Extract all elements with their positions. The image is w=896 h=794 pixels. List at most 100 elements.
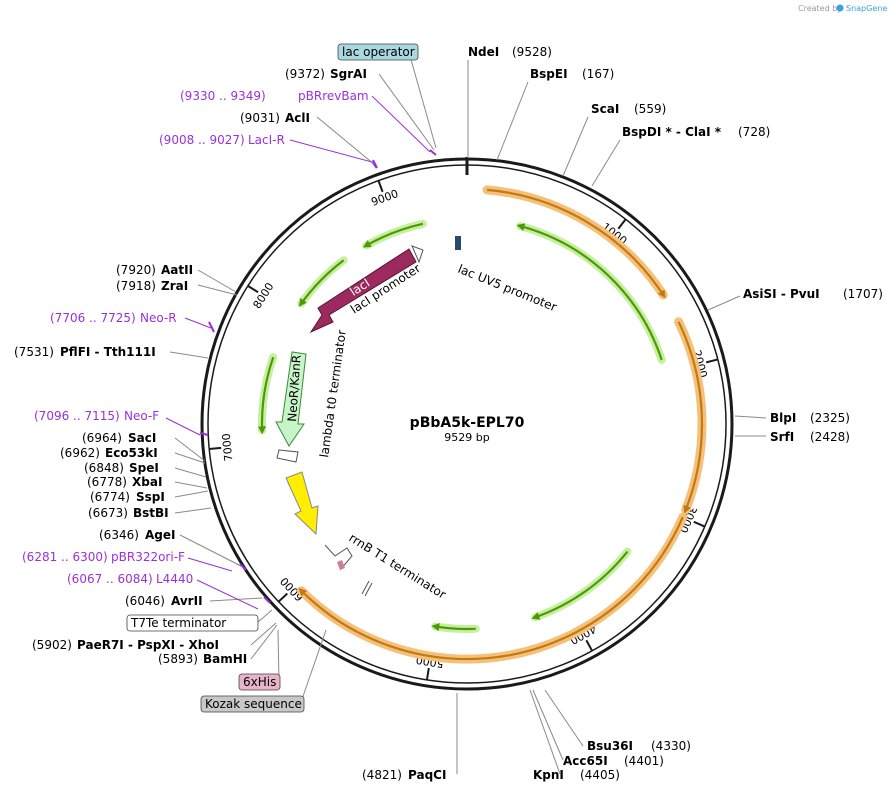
his-tag-tag[interactable]: 6xHis: [238, 673, 281, 691]
site-name-sspi: SspI: [136, 490, 165, 504]
site-pos-avrii: (6046): [125, 594, 165, 608]
orf-arrow-1-glow: [516, 222, 666, 364]
primer-markers: [199, 149, 437, 604]
ruler-tick-8000: [247, 285, 259, 294]
rrnb-t1-terminator-feature: [324, 544, 353, 571]
orange-feature-3[interactable]: [298, 516, 684, 661]
laci-feature[interactable]: [309, 248, 417, 334]
site-pos-agei: (6346): [99, 528, 139, 542]
ruler-label-7000: 7000: [220, 433, 236, 462]
ruler-label-9000: 9000: [369, 187, 400, 209]
site-pos-kpni: (4405): [580, 768, 620, 782]
plasmid-name: pBbA5k-EPL70: [410, 415, 525, 431]
ruler-tick-3000: [693, 520, 706, 528]
primer-name-neo-f: Neo-F: [124, 409, 159, 423]
ruler-label-8000: 8000: [251, 280, 277, 311]
t7te-terminator-tag[interactable]: T7Te terminator: [126, 614, 259, 632]
plasmid-length: 9529 bp: [444, 431, 489, 444]
orange-feature-2[interactable]: [677, 321, 704, 514]
ruler-tick-5000: [425, 667, 430, 681]
primer-leaders: [165, 95, 431, 610]
site-pos-ndei: (9528): [512, 45, 552, 59]
site-name-paer7i: PaeR7I - PspXI - XhoI: [77, 638, 219, 652]
site-name-scai: ScaI: [591, 102, 619, 116]
site-name-spei: SpeI: [129, 461, 159, 475]
site-pos-blpi: (2325): [810, 411, 850, 425]
primer-name-pbrrevbam: pBRrevBam: [298, 89, 369, 103]
site-name-zrai: ZraI: [161, 279, 188, 293]
site-pos-zrai: (7918): [116, 279, 156, 293]
site-name-bspdi-clai: BspDI * - ClaI *: [622, 125, 722, 139]
enzyme-site-labels: NdeI (9528) BspEI (167) ScaI (559) BspDI…: [14, 45, 883, 782]
lac-uv5-promoter-label: lac UV5 promoter: [456, 262, 559, 314]
orf-arrow-6[interactable]: [257, 356, 275, 435]
site-pos-xbai: (6778): [87, 475, 127, 489]
orange-feature-1[interactable]: [487, 188, 666, 299]
site-name-pflfi: PflFI - Tth111I: [60, 345, 156, 359]
orf-arrow-2[interactable]: [531, 550, 629, 620]
site-name-asisi-pvui: AsiSI - PvuI: [743, 287, 820, 301]
svg-text:Kozak sequence: Kozak sequence: [205, 697, 302, 711]
primer-range-neo-r: (7706 .. 7725): [50, 311, 136, 325]
orf-arrow-3[interactable]: [431, 623, 476, 632]
site-pos-bamhi: (5893): [158, 652, 198, 666]
rrnb-marker: [337, 560, 345, 570]
site-pos-bsu36i: (4330): [651, 739, 691, 753]
site-pos-spei: (6848): [84, 461, 124, 475]
primer-labels: (9330 .. 9349) pBRrevBam (9008 .. 9027) …: [22, 89, 369, 586]
orf-arrow-4[interactable]: [362, 222, 424, 248]
kozak-sequence-tag[interactable]: Kozak sequence: [200, 695, 305, 713]
site-name-bamhi: BamHI: [203, 652, 247, 666]
primer-name-laci-r: LacI-R: [248, 133, 285, 147]
orf-arrow-1[interactable]: [516, 223, 663, 361]
site-pos-acc65i: (4401): [624, 754, 664, 768]
primer-name-l4440: L4440: [156, 572, 193, 586]
rrnb-t1-label: rrnB T1 terminator: [346, 531, 448, 602]
ruler-tick-7000: [209, 446, 222, 451]
site-pos-bstbi: (6673): [88, 506, 128, 520]
primer-range-pbrrevbam: (9330 .. 9349): [180, 89, 266, 103]
site-pos-pflfi: (7531): [14, 345, 54, 359]
snapgene-brand: SnapGene: [846, 4, 887, 13]
site-name-acc65i: Acc65I: [563, 754, 608, 768]
lambda-t0-label: lambda t0 terminator: [317, 329, 349, 458]
primer-range-l4440: (6067 .. 6084): [67, 572, 153, 586]
site-name-aatii: AatII: [161, 263, 193, 277]
site-name-agei: AgeI: [145, 528, 175, 542]
p15a-ori-feature[interactable]: [285, 471, 319, 536]
primer-name-pbr322ori-f: pBR322ori-F: [111, 550, 185, 564]
site-name-eco53ki: Eco53kI: [105, 446, 158, 460]
svg-text:T7Te terminator: T7Te terminator: [130, 616, 226, 630]
site-name-paqci: PaqCI: [408, 768, 446, 782]
neor-kanr-feature[interactable]: [275, 351, 307, 447]
site-pos-asisi-pvui: (1707): [843, 287, 883, 301]
site-name-ndei: NdeI: [468, 45, 499, 59]
ruler-tick-4000: [585, 639, 593, 652]
t7te-marker-a: [361, 580, 370, 595]
laci-promoter-arrow: [411, 245, 424, 264]
site-pos-paqci: (4821): [362, 768, 402, 782]
site-name-kpni: KpnI: [533, 768, 564, 782]
orf-arrow-5[interactable]: [298, 259, 345, 307]
site-pos-scai: (559): [634, 102, 666, 116]
orf-arrow-4-glow: [362, 219, 427, 250]
site-name-bsu36i: Bsu36I: [587, 739, 633, 753]
site-name-sgrai: SgrAI: [330, 67, 367, 81]
site-pos-bspdi-clai: (728): [738, 125, 770, 139]
site-name-srfi: SrfI: [770, 430, 794, 444]
site-pos-srfi: (2428): [810, 430, 850, 444]
primer-range-neo-f: (7096 .. 7115): [34, 409, 120, 423]
site-name-avrii: AvrII: [171, 594, 203, 608]
site-name-xbai: XbaI: [132, 475, 162, 489]
primer-range-laci-r: (9008 .. 9027): [159, 133, 245, 147]
site-pos-saci: (6964): [82, 431, 122, 445]
ruler-tick-6000: [277, 592, 288, 603]
lac-uv5-promoter-feature[interactable]: [455, 236, 461, 250]
ruler-tick-9000: [377, 180, 384, 193]
site-name-saci: SacI: [128, 431, 156, 445]
site-pos-paer7i: (5902): [32, 638, 72, 652]
lac-operator-tag[interactable]: lac operator: [337, 43, 419, 61]
site-leaders: [169, 55, 767, 775]
ruler-tick-1000: [617, 218, 627, 230]
neor-kanr-label: NeoR/KanR: [285, 354, 304, 422]
